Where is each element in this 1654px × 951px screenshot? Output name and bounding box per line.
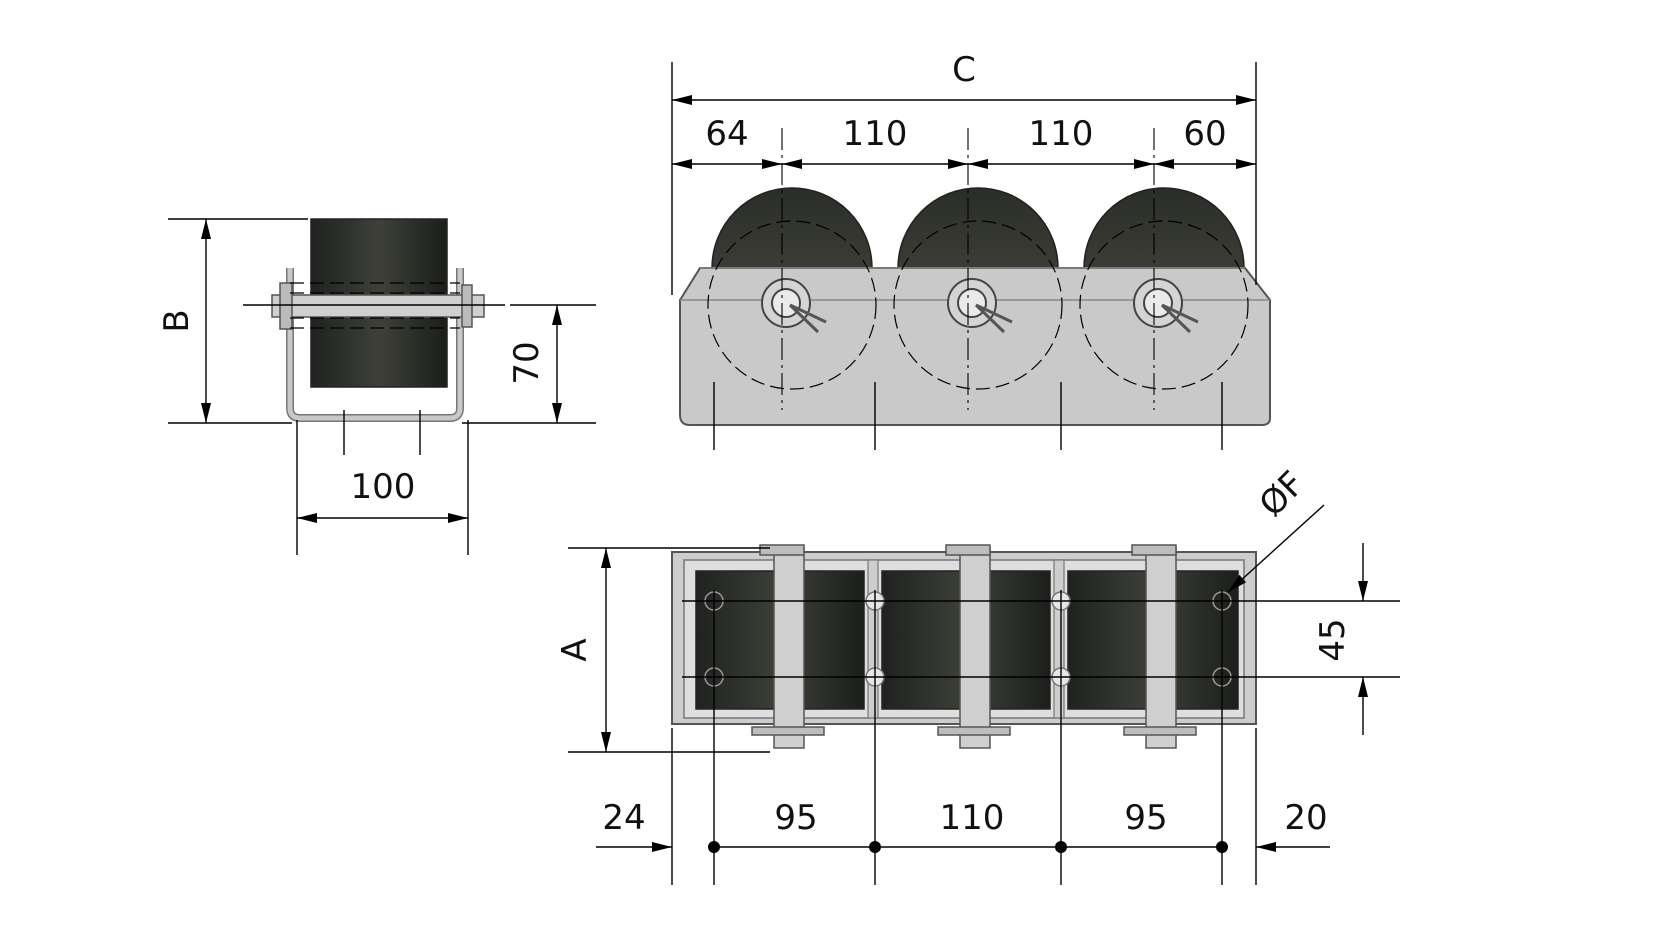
dim-b-label: B: [157, 309, 197, 332]
side-nut-left: [279, 282, 293, 330]
hole-leader-line: [1227, 504, 1325, 593]
front-wheel-3: [1083, 187, 1245, 269]
front-hub-3: [1133, 278, 1199, 334]
front-hub-1: [761, 278, 827, 334]
front-view: C 64 110 110 60: [671, 50, 1271, 450]
dim-64-label: 64: [705, 114, 748, 154]
dim-110a-label: 110: [843, 114, 908, 154]
dim-60-label: 60: [1183, 114, 1226, 154]
top-axle-3: [1123, 544, 1197, 749]
dim-c-label: C: [952, 50, 976, 90]
top-axle-2: [937, 544, 1011, 749]
dim-95a-label: 95: [774, 798, 817, 838]
side-axle: [271, 294, 485, 318]
dim-20-label: 20: [1284, 798, 1327, 838]
top-axle-1: [751, 544, 825, 749]
dim-95b-label: 95: [1124, 798, 1167, 838]
dim-110c-label: 110: [940, 798, 1005, 838]
dim-24-label: 24: [602, 798, 645, 838]
dim-hole-label: ØF: [1252, 464, 1313, 525]
dim-110b-label: 110: [1029, 114, 1094, 154]
dim-45-label: 45: [1313, 618, 1353, 661]
front-wheel-2: [897, 187, 1059, 269]
front-wheel-1: [711, 187, 873, 269]
top-view: A 45 ØF 24 95 110 95 20: [555, 464, 1400, 885]
front-side-plate: [679, 267, 1271, 426]
dim-a-label: A: [555, 638, 595, 661]
dim-100-label: 100: [351, 467, 416, 507]
side-nut-right: [461, 284, 473, 328]
front-hub-2: [947, 278, 1013, 334]
side-view: B 70 100: [157, 218, 596, 555]
dim-70-label: 70: [507, 341, 547, 384]
